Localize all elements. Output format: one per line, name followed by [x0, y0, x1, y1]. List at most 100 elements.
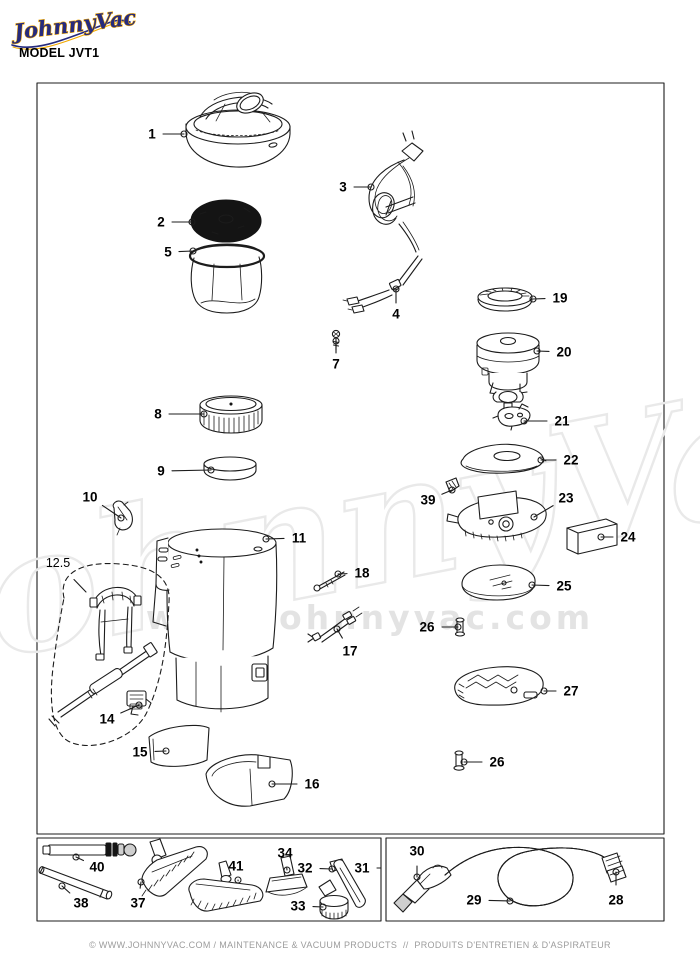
part-9-foam-disc-drawing [203, 456, 257, 481]
accessories-frame-left [36, 837, 382, 922]
callout-20: 20 [533, 345, 572, 360]
part-33-dust-brush-drawing [318, 879, 349, 920]
callout-3: 3 [339, 180, 375, 195]
svg-text:22: 22 [563, 453, 578, 468]
part-1-lid-drawing [185, 91, 291, 168]
callout-32: 32 [297, 861, 336, 876]
callout-41: 41 [228, 859, 244, 884]
part-3-power-cord-drawing [368, 130, 424, 253]
part-24-foam-block-drawing [566, 518, 618, 555]
part-18-screw-drawing [313, 571, 346, 592]
callout-26: 26 [419, 620, 462, 635]
svg-text:16: 16 [304, 777, 320, 792]
svg-text:3: 3 [339, 180, 347, 195]
svg-text:19: 19 [552, 291, 567, 306]
callout-23: 23 [530, 491, 574, 521]
part-20-motor-drawing [476, 332, 540, 404]
callout-31: 31 [354, 861, 382, 876]
callout-28: 28 [608, 868, 624, 908]
svg-text:33: 33 [290, 899, 306, 914]
svg-text:11: 11 [292, 531, 307, 546]
part-16-band-drawing [205, 754, 293, 807]
callout-17: 17 [333, 625, 358, 659]
part-19-gasket-drawing [477, 287, 533, 312]
svg-text:12.5: 12.5 [46, 556, 70, 570]
svg-text:15: 15 [132, 745, 148, 760]
svg-text:26: 26 [489, 755, 505, 770]
callout-33: 33 [290, 899, 327, 914]
part-14-switch-drawing [126, 690, 152, 716]
part-31-crevice-tool-drawing [329, 858, 366, 908]
svg-text:38: 38 [73, 896, 89, 911]
callout-14: 14 [99, 701, 143, 727]
callout-25: 25 [528, 579, 572, 594]
part-40-telescopic-wand-drawing [42, 842, 137, 857]
svg-text:23: 23 [558, 491, 574, 506]
part-12-5-harness-kit-drawing [48, 562, 170, 746]
svg-text:18: 18 [354, 566, 370, 581]
svg-text:4: 4 [392, 307, 400, 322]
svg-text:9: 9 [157, 464, 165, 479]
part-25-pad-drawing [461, 564, 536, 601]
part-15-panel-drawing [148, 724, 210, 767]
part-17-wire-drawing [307, 606, 363, 643]
svg-text:34: 34 [277, 846, 293, 861]
svg-text:37: 37 [130, 896, 145, 911]
logo-svg: JohnnyVac [8, 4, 138, 50]
svg-text:24: 24 [620, 530, 636, 545]
callout-11: 11 [262, 531, 307, 546]
callout-7: 7 [332, 337, 340, 372]
part-4-lead-wire-drawing [342, 255, 423, 314]
callout-26: 26 [460, 755, 505, 770]
callout-27: 27 [540, 684, 579, 699]
callout-21: 21 [520, 414, 570, 429]
svg-text:7: 7 [332, 357, 340, 372]
callout-10: 10 [82, 490, 125, 522]
part-30-hose-handle-drawing [393, 864, 452, 913]
part-37-floor-brush-drawing [141, 838, 208, 897]
main-diagram-frame [36, 82, 665, 835]
callout-16: 16 [268, 777, 320, 792]
callout-19: 19 [529, 291, 568, 306]
callout-29: 29 [466, 893, 514, 908]
callout-22: 22 [537, 453, 579, 468]
svg-text:41: 41 [228, 859, 244, 874]
svg-text:27: 27 [563, 684, 578, 699]
svg-text:39: 39 [420, 493, 435, 508]
part-26a-screw-drawing [454, 617, 466, 637]
callout-2: 2 [157, 215, 196, 230]
svg-text:30: 30 [409, 844, 424, 859]
svg-text:21: 21 [554, 414, 570, 429]
callout-4: 4 [392, 285, 400, 322]
part-41-floor-tool-drawing [188, 860, 264, 912]
svg-text:25: 25 [556, 579, 572, 594]
svg-text:29: 29 [466, 893, 481, 908]
logo-swash [11, 19, 131, 49]
callout-37: 37 [130, 878, 146, 911]
part-26b-screw-drawing [453, 750, 465, 771]
svg-text:10: 10 [82, 490, 97, 505]
part-28-hose-cuff-drawing [601, 852, 627, 883]
callout-9: 9 [157, 464, 215, 479]
svg-text:1: 1 [148, 127, 156, 142]
part-27-tread-plate-drawing [454, 666, 544, 706]
part-23-base-assembly-drawing [446, 490, 547, 542]
johnnyvac-logo: JohnnyVac [6, 0, 166, 63]
callout-5: 5 [164, 245, 197, 260]
callout-8: 8 [154, 407, 208, 422]
part-5-ring-bag-drawing [188, 243, 266, 314]
part-11-tank-drawing [152, 528, 278, 713]
model-label: MODEL JVT1 [19, 46, 100, 60]
callout-30: 30 [409, 844, 425, 881]
callout-40: 40 [72, 853, 105, 875]
svg-text:20: 20 [556, 345, 571, 360]
part-29-hose-drawing [444, 846, 613, 907]
part-8-pleated-filter-drawing [199, 395, 263, 434]
footer-copyright: © WWW.JOHNNYVAC.COM / MAINTENANCE & VACU… [89, 940, 611, 950]
logo-swash-gold [12, 21, 133, 50]
svg-text:2: 2 [157, 215, 165, 230]
callout-1: 1 [148, 127, 188, 142]
